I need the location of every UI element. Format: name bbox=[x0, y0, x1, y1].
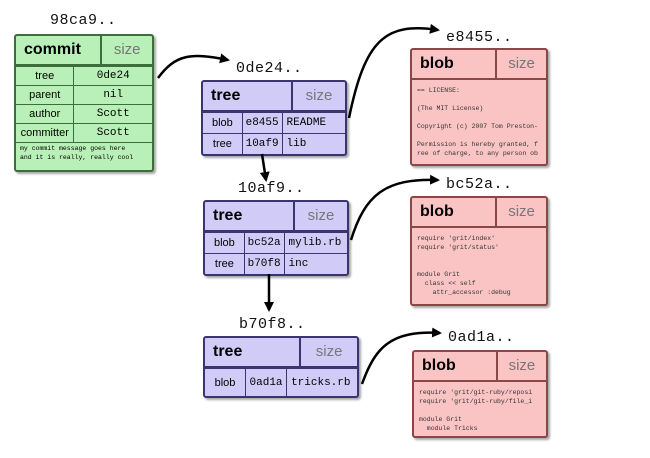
tree-header: tree size bbox=[205, 338, 357, 368]
commit-field-value: nil bbox=[103, 89, 124, 101]
commit-size-label: size bbox=[100, 36, 152, 64]
commit-field-key: author bbox=[16, 105, 75, 123]
tree-entry-sha: e8455 bbox=[243, 113, 283, 133]
tree-header: tree size bbox=[205, 202, 347, 232]
commit-object: commit size tree 0de24 parent nil author… bbox=[14, 34, 154, 172]
tree-entry-mode: blob bbox=[205, 233, 245, 253]
commit-type-label: commit bbox=[24, 41, 81, 58]
tree-object: tree size blob 0ad1a tricks.rb bbox=[203, 336, 359, 398]
tree-entry-mode: blob bbox=[205, 369, 247, 396]
arrow-tree-to-blob-tricks bbox=[360, 327, 442, 385]
blob-size-label: size bbox=[495, 352, 546, 380]
tree-entry-sha: b70f8 bbox=[245, 254, 285, 274]
commit-hash: 98ca9.. bbox=[50, 12, 117, 29]
tree-hash: 10af9.. bbox=[238, 180, 305, 197]
blob-content: require 'grit/git-ruby/reposi require 'g… bbox=[419, 389, 533, 432]
blob-size-label: size bbox=[495, 50, 546, 78]
blob-size-label: size bbox=[495, 198, 546, 226]
blob-header: blob size bbox=[412, 198, 546, 228]
tree-entry: blob 0ad1a tricks.rb bbox=[205, 368, 357, 396]
blob-object: blob size == LICENSE: (The MIT License) … bbox=[410, 48, 548, 166]
commit-message-line: and it is really, really cool bbox=[20, 154, 134, 161]
blob-type-label: blob bbox=[420, 203, 454, 220]
tree-hash: 0de24.. bbox=[236, 60, 303, 77]
blob-content: require 'grit/index' require 'grit/statu… bbox=[417, 235, 511, 296]
commit-row-committer: committer Scott bbox=[16, 123, 152, 142]
blob-type-label: blob bbox=[422, 357, 456, 374]
commit-field-key: committer bbox=[16, 124, 75, 142]
tree-header: tree size bbox=[203, 82, 345, 112]
blob-content: == LICENSE: (The MIT License) Copyright … bbox=[417, 87, 538, 157]
commit-field-value: 0de24 bbox=[96, 70, 130, 82]
blob-object: blob size require 'grit/index' require '… bbox=[410, 196, 548, 306]
blob-hash: bc52a.. bbox=[446, 176, 513, 193]
tree-entry-sha: 10af9 bbox=[243, 134, 283, 154]
tree-entry: blob bc52a mylib.rb bbox=[205, 232, 347, 253]
tree-size-label: size bbox=[299, 338, 357, 366]
tree-object: tree size blob e8455 README tree 10af9 l… bbox=[201, 80, 347, 156]
tree-entry-sha: 0ad1a bbox=[246, 369, 288, 396]
commit-field-key: tree bbox=[16, 67, 75, 85]
commit-field-key: parent bbox=[16, 86, 75, 104]
commit-row-author: author Scott bbox=[16, 104, 152, 123]
tree-hash: b70f8.. bbox=[239, 316, 306, 333]
blob-object: blob size require 'grit/git-ruby/reposi … bbox=[412, 350, 548, 438]
tree-type-label: tree bbox=[213, 207, 243, 224]
tree-object: tree size blob bc52a mylib.rb tree b70f8… bbox=[203, 200, 349, 276]
tree-entry-name: inc bbox=[288, 258, 309, 270]
arrow-commit-to-tree bbox=[156, 53, 230, 79]
commit-field-value: Scott bbox=[96, 108, 130, 120]
tree-entry-mode: tree bbox=[205, 254, 245, 274]
tree-entry-mode: blob bbox=[203, 113, 243, 133]
tree-entry-name: README bbox=[286, 117, 327, 129]
tree-type-label: tree bbox=[211, 87, 241, 104]
commit-row-tree: tree 0de24 bbox=[16, 66, 152, 85]
blob-type-label: blob bbox=[420, 55, 454, 72]
commit-row-parent: parent nil bbox=[16, 85, 152, 104]
tree-entry-name: lib bbox=[286, 138, 307, 150]
blob-hash: 0ad1a.. bbox=[448, 329, 515, 346]
tree-entry: tree 10af9 lib bbox=[203, 133, 345, 154]
arrow-tree-to-subtree-lib bbox=[259, 153, 270, 182]
commit-message: my commit message goes here and it is re… bbox=[16, 142, 152, 163]
blob-header: blob size bbox=[412, 50, 546, 80]
tree-entry: tree b70f8 inc bbox=[205, 253, 347, 274]
commit-field-value: Scott bbox=[96, 127, 130, 139]
tree-type-label: tree bbox=[213, 343, 243, 360]
blob-hash: e8455.. bbox=[446, 29, 513, 46]
tree-entry-sha: bc52a bbox=[245, 233, 285, 253]
tree-entry-name: mylib.rb bbox=[288, 237, 342, 249]
tree-entry-name: tricks.rb bbox=[291, 377, 351, 389]
tree-entry-mode: tree bbox=[203, 134, 243, 154]
tree-size-label: size bbox=[291, 82, 345, 110]
tree-entry: blob e8455 README bbox=[203, 112, 345, 133]
commit-message-line: my commit message goes here bbox=[20, 145, 126, 152]
arrow-tree-to-blob-readme bbox=[347, 23, 440, 119]
blob-header: blob size bbox=[414, 352, 546, 382]
tree-size-label: size bbox=[293, 202, 347, 230]
commit-header: commit size bbox=[16, 36, 152, 66]
arrow-tree-to-blob-mylib bbox=[349, 174, 440, 241]
